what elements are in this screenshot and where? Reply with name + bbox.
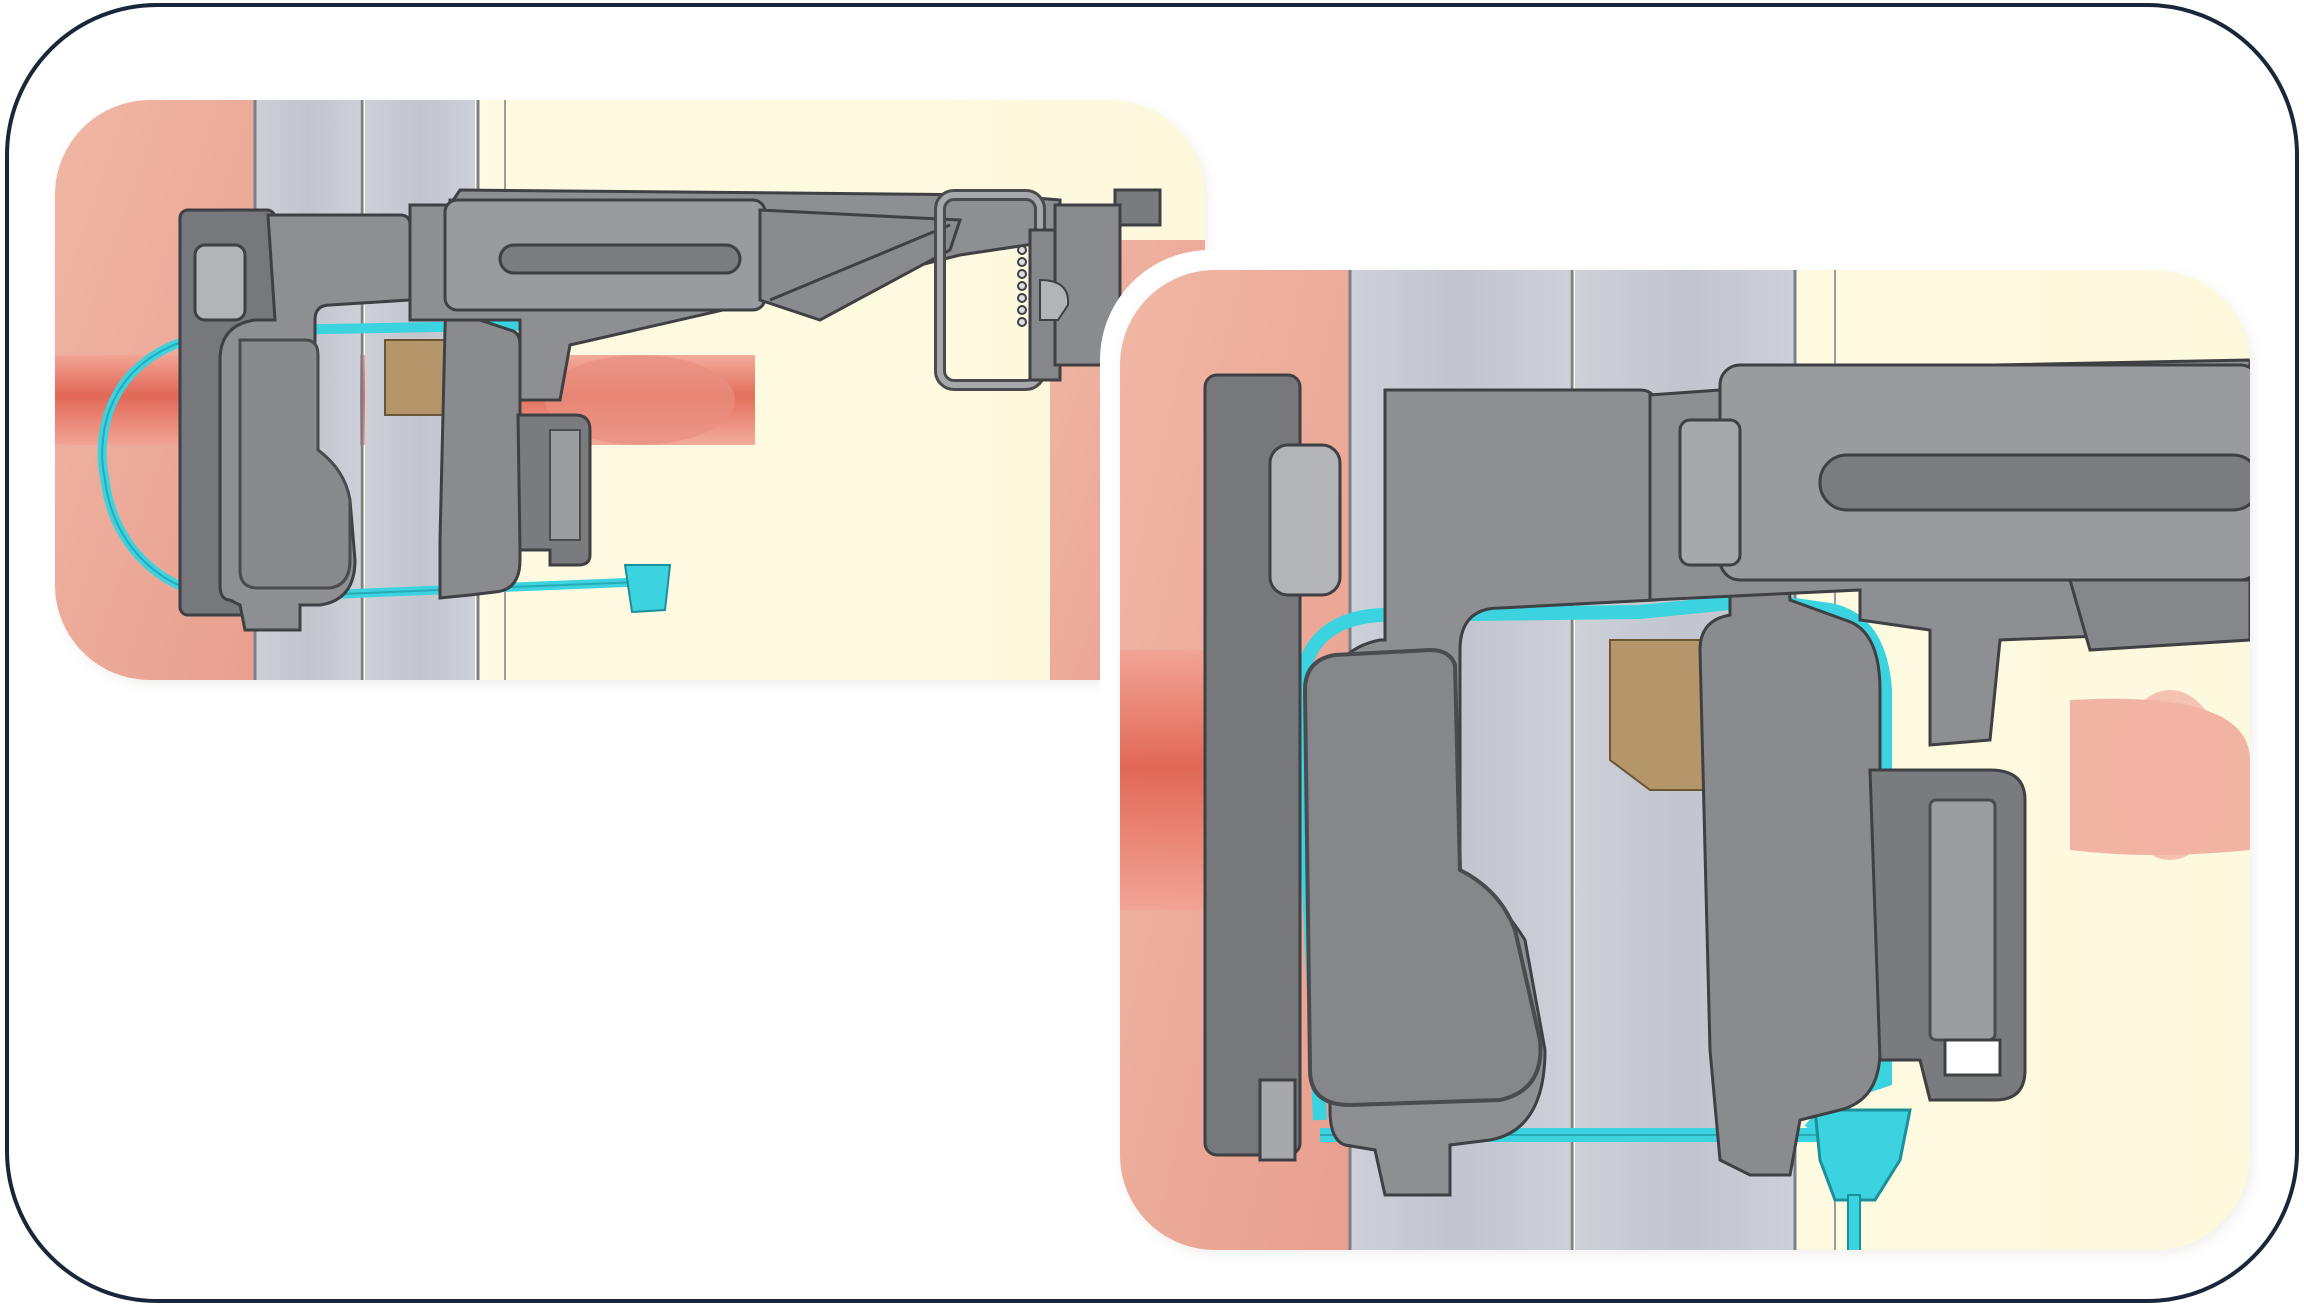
cable-tie-icon xyxy=(623,564,672,614)
panel-overview xyxy=(55,100,1208,684)
panel-detail xyxy=(1100,250,2275,1270)
cable-tie-icon xyxy=(1813,1108,1912,1202)
clamp-bracket-icon xyxy=(178,188,1162,632)
clamp-bracket-icon xyxy=(1203,358,2250,1197)
cable-tie-loop-detail xyxy=(1292,592,1892,1135)
